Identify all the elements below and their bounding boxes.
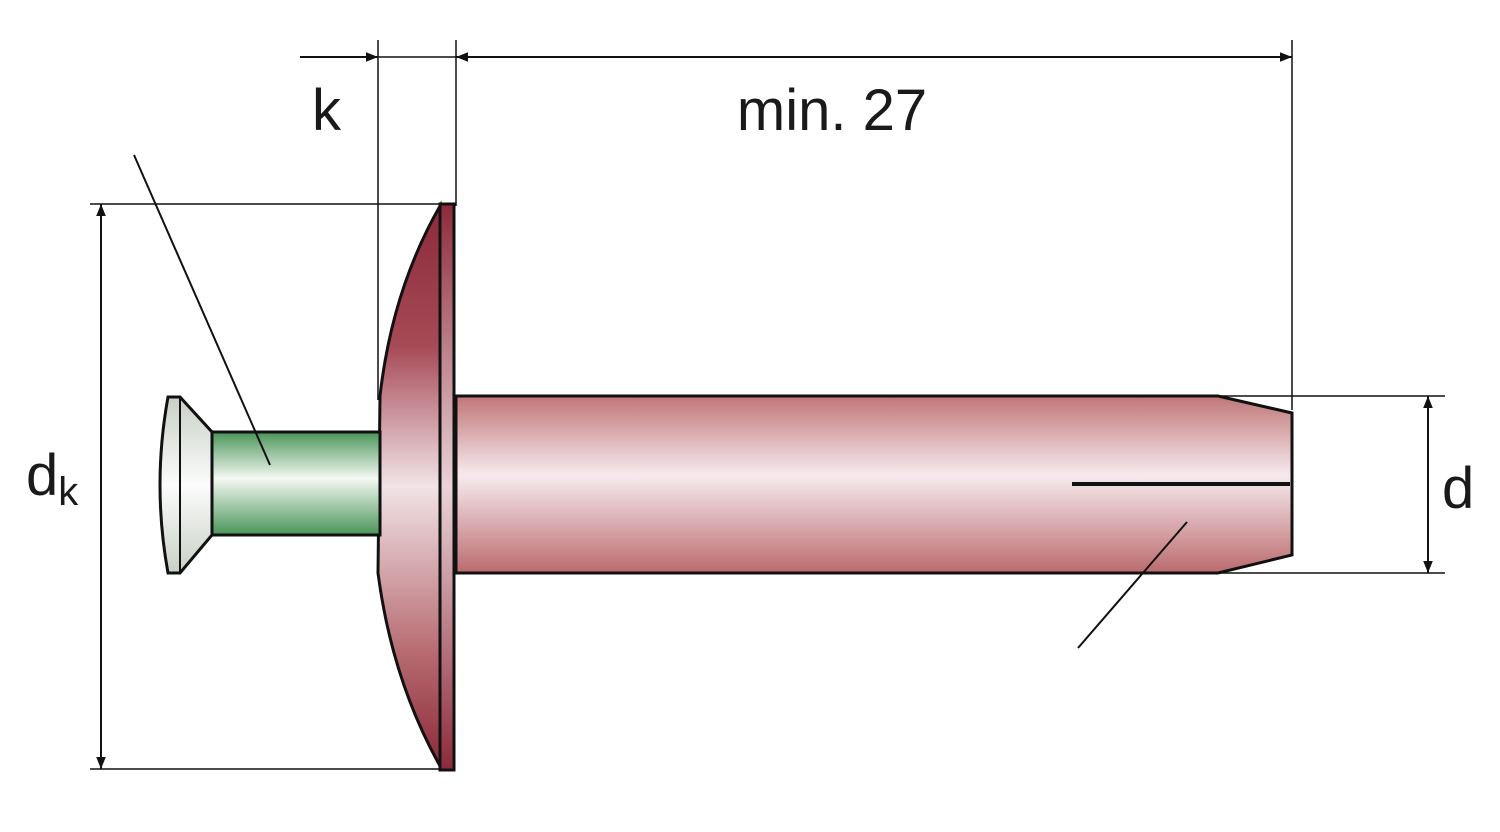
mandrel-head bbox=[158, 395, 214, 575]
label-dk-main: d bbox=[26, 443, 58, 508]
dimension-lines bbox=[96, 52, 1433, 769]
extension-lines bbox=[90, 40, 1445, 770]
label-d: d bbox=[1442, 456, 1474, 521]
mandrel-leader-line bbox=[133, 154, 271, 466]
label-dk-subscript: k bbox=[58, 470, 79, 514]
label-min-length: min. 27 bbox=[737, 78, 927, 143]
label-k: k bbox=[312, 78, 342, 143]
head-flange bbox=[438, 202, 456, 772]
label-dk: dk bbox=[26, 443, 79, 514]
body-leader-line bbox=[1077, 521, 1188, 649]
rivet-head bbox=[376, 200, 456, 772]
mandrel-stem bbox=[210, 430, 382, 537]
mandrel bbox=[158, 395, 382, 575]
